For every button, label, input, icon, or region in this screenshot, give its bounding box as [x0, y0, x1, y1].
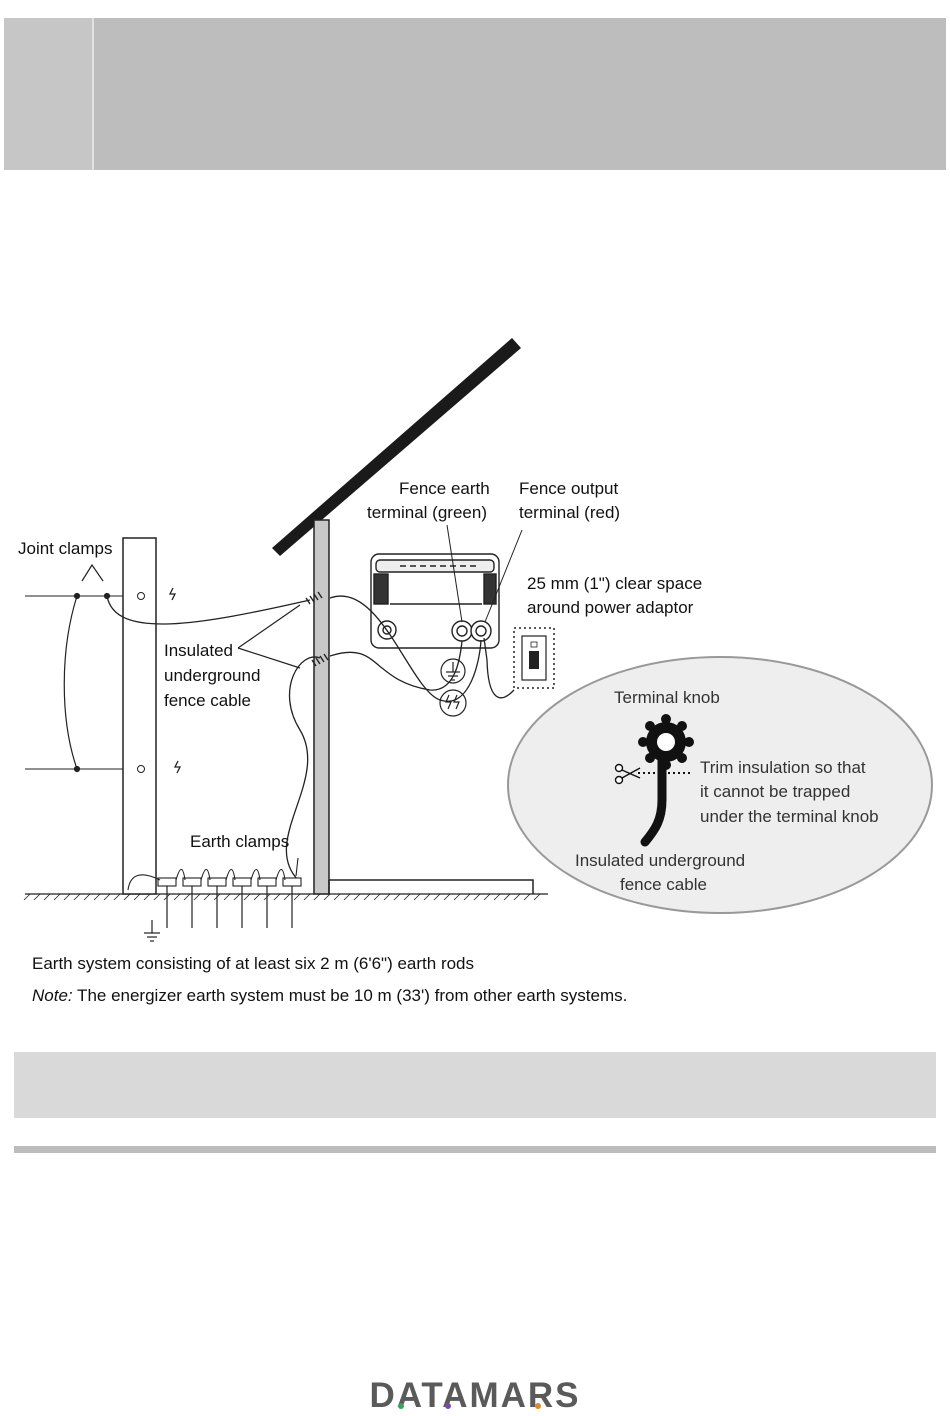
label-clear-space-2: around power adaptor: [527, 598, 694, 617]
terminal-knob-inset: [507, 656, 933, 914]
solar-panel: [272, 338, 521, 556]
brand-logo-text: DATAMARS: [369, 1376, 581, 1415]
label-fence-output-2: terminal (red): [519, 503, 620, 522]
label-trim-3: under the terminal knob: [700, 807, 879, 826]
label-insulated-cable-2: underground: [164, 666, 260, 685]
fence-cables: [106, 595, 515, 881]
cable-label-leaders: [237, 604, 301, 669]
label-trim-2: it cannot be trapped: [700, 782, 850, 801]
logo-dot-purple: [445, 1403, 451, 1409]
fence-insulators: [137, 592, 145, 773]
cable-joint-marks: [305, 591, 329, 667]
fence-symbol-icon: [439, 689, 467, 717]
joint-clamps: [63, 563, 111, 773]
power-adaptor: [513, 627, 555, 689]
label-fence-output-1: Fence output: [519, 479, 619, 498]
energizer-unit: [370, 553, 500, 649]
label-clear-space-1: 25 mm (1") clear space: [527, 574, 702, 593]
ground: [23, 893, 548, 901]
caption-earth-system: Earth system consisting of at least six …: [32, 954, 474, 973]
caption-note: Note: The energizer earth system must be…: [32, 986, 627, 1005]
earth-clamps: [127, 857, 302, 891]
ground-symbol-icon: [144, 920, 160, 942]
inset-cable: [640, 755, 667, 847]
label-inset-cable-1: Insulated underground: [575, 851, 745, 870]
mounting-pole: [313, 519, 534, 895]
brand-logo: DATAMARS: [0, 1376, 950, 1416]
caption-note-text: The energizer earth system must be 10 m …: [73, 986, 628, 1005]
label-terminal-knob: Terminal knob: [614, 688, 720, 707]
label-fence-earth-2: terminal (green): [367, 503, 487, 522]
earth-rods: [166, 886, 293, 928]
horizontal-rule: [14, 1146, 936, 1153]
label-trim-1: Trim insulation so that: [700, 758, 866, 777]
header-tab: [4, 18, 94, 170]
label-fence-earth-1: Fence earth: [399, 479, 490, 498]
scissors-icon: [614, 763, 641, 785]
label-insulated-cable-3: fence cable: [164, 691, 251, 710]
earth-symbol-icon: [440, 658, 466, 684]
logo-dot-orange: [535, 1403, 541, 1409]
terminal-leaders: [446, 524, 523, 623]
gray-band: [14, 1052, 936, 1118]
label-insulated-cable-1: Insulated: [164, 641, 233, 660]
label-joint-clamps: Joint clamps: [18, 539, 112, 558]
fence-post: [122, 537, 157, 895]
label-earth-clamps: Earth clamps: [190, 832, 289, 851]
lightning-icon: [168, 587, 182, 774]
caption-note-prefix: Note:: [32, 986, 73, 1005]
logo-dot-green: [398, 1403, 404, 1409]
header-band: [4, 18, 946, 170]
label-inset-cable-2: fence cable: [620, 875, 707, 894]
